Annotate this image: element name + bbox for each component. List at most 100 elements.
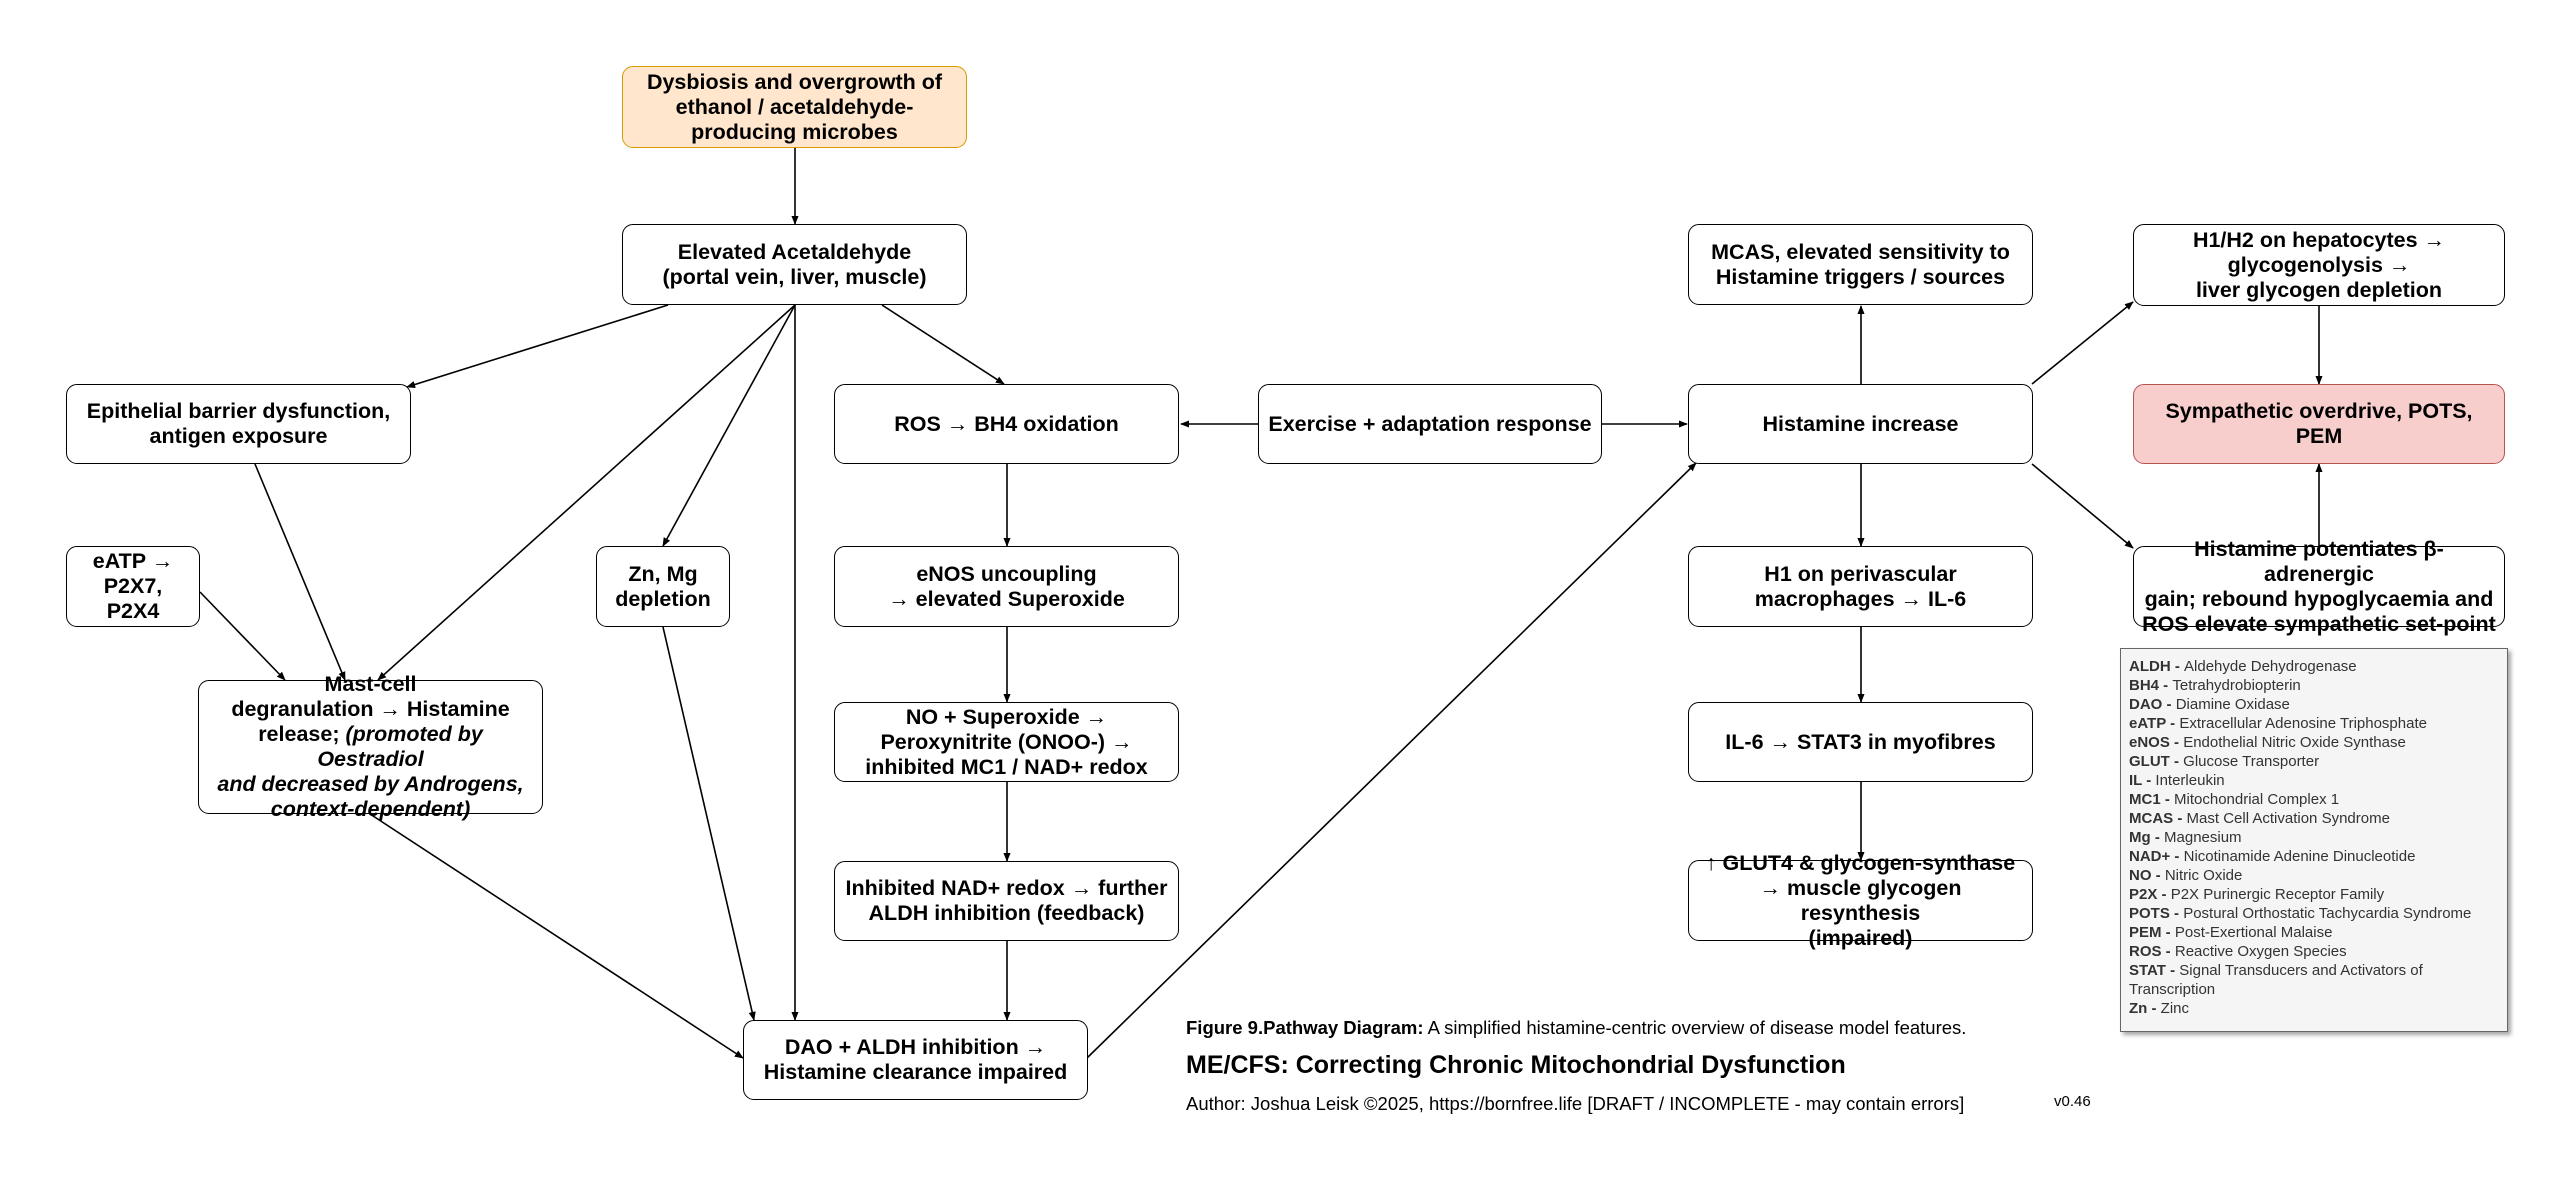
legend-abbr: BH4 [2129,677,2160,694]
figure-description: A simplified histamine-centric overview … [1423,1017,1967,1038]
legend-abbr: NAD+ [2129,848,2171,865]
figure-label: Figure 9. [1186,1017,1264,1038]
node-zn-mg-depletion: Zn, Mg depletion [596,546,730,627]
figure-caption: Figure 9.Pathway Diagram: A simplified h… [1186,1016,2086,1116]
edge-acetaldehyde-epithelial [406,304,669,389]
node-h1macro-line-2: macrophages → IL-6 [1754,586,1967,611]
node-mastcell-line-3-italic: (promoted by Oestradiol [317,722,483,771]
legend-row: IL - Interleukin [2129,771,2499,790]
node-enos-line-1: eNOS uncoupling [916,561,1097,586]
legend-abbr: MC1 [2129,791,2161,808]
legend-row: MCAS - Mast Cell Activation Syndrome [2129,809,2499,828]
edge-epithelial-mastcell [254,463,346,681]
legend-separator: - [2161,943,2175,960]
node-exercise-label: Exercise + adaptation response [1268,411,1592,436]
legend-abbr: eATP [2129,715,2166,732]
legend-row: eNOS - Endothelial Nitric Oxide Synthase [2129,733,2499,752]
legend-abbr: Mg [2129,829,2151,846]
version-label: v0.46 [2054,1093,2091,1110]
node-h1h2-hepatocytes: H1/H2 on hepatocytes → glycogenolysis → … [2133,224,2505,306]
edge-histamine-beta [2031,463,2134,549]
legend-definition: P2X Purinergic Receptor Family [2170,886,2385,903]
edge-znmg-dao [662,626,756,1021]
node-glut4-glycogen: ↑ GLUT4 & glycogen-synthase → muscle gly… [1688,851,2033,950]
node-eatp-line-1: eATP → [92,549,174,573]
node-beta-line-2: gain; rebound hypoglycaemia and [2144,586,2494,611]
node-beta-line-3: ROS elevate sympathetic set-point [2142,611,2496,636]
legend-separator: - [2142,772,2156,789]
legend-row: MC1 - Mitochondrial Complex 1 [2129,790,2499,809]
legend-row: DAO - Diamine Oxidase [2129,695,2499,714]
node-il6-stat3: IL-6 → STAT3 in myofibres [1688,702,2033,782]
node-h1-perivascular-macrophages: H1 on perivascular macrophages → IL-6 [1688,546,2033,627]
node-hepato-line-2: glycogenolysis → [2227,252,2411,277]
legend-row: ROS - Reactive Oxygen Species [2129,942,2499,961]
legend-row: NO - Nitric Oxide [2129,866,2499,885]
legend-abbr: ALDH [2129,658,2171,675]
legend-definition: Interleukin [2155,772,2225,789]
node-mastcell-line-3: release; (promoted by Oestradiol [207,722,534,772]
legend-definition: Tetrahydrobiopterin [2172,677,2301,694]
legend-definition: Extracellular Adenosine Triphosphate [2179,715,2427,732]
node-dao-line-2: Histamine clearance impaired [763,1060,1068,1084]
node-hepato-line-1: H1/H2 on hepatocytes → [2192,227,2446,252]
figure-line: Figure 9.Pathway Diagram: A simplified h… [1186,1016,2086,1040]
node-mastcell-line-4: and decreased by Androgens, [217,772,524,796]
figure-bold-label: Pathway Diagram: [1263,1017,1424,1038]
edge-acetaldehyde-mastcell [377,304,796,681]
node-dysbiosis: Dysbiosis and overgrowth of ethanol / ac… [622,66,967,148]
node-h1macro-line-1: H1 on perivascular [1764,561,1957,586]
node-znmg-line-1: Zn, Mg [628,561,698,586]
legend-row: P2X - P2X Purinergic Receptor Family [2129,885,2499,904]
edge-mastcell-dao [369,813,744,1059]
node-enos-line-2: → elevated Superoxide [888,586,1125,611]
node-histamine-label: Histamine increase [1762,411,1959,436]
node-sympathetic-label: Sympathetic overdrive, POTS, PEM [2165,399,2473,448]
legend-separator: - [2150,829,2165,846]
node-enos-uncoupling: eNOS uncoupling → elevated Superoxide [834,546,1179,627]
node-eatp-line-2: P2X7, P2X4 [103,574,163,623]
node-epithelial-barrier: Epithelial barrier dysfunction, antigen … [66,384,411,464]
node-dysbiosis-label: Dysbiosis and overgrowth of ethanol / ac… [646,69,943,144]
legend-row: STAT - Signal Transducers and Activators… [2129,961,2499,999]
legend-definition: Magnesium [2164,829,2242,846]
legend-definition: Endothelial Nitric Oxide Synthase [2183,734,2406,751]
legend-row: BH4 - Tetrahydrobiopterin [2129,676,2499,695]
legend-separator: - [2161,924,2175,941]
legend-row: POTS - Postural Orthostatic Tachycardia … [2129,904,2499,923]
legend-definition: Glucose Transporter [2183,753,2320,770]
legend-abbr: DAO [2129,696,2163,713]
legend-abbr: eNOS [2129,734,2170,751]
edge-dao-histamine [1086,462,1697,1059]
legend-abbr: ROS [2129,943,2162,960]
node-mastcell-line-3-plain: release; [258,722,346,746]
node-nad-line-2: ALDH inhibition (feedback) [868,901,1145,925]
node-ros-label: ROS → BH4 oxidation [894,411,1119,436]
legend-definition: Zinc [2160,1000,2190,1017]
node-glut4-line-3: (impaired) [1808,925,1913,950]
node-sympathetic-overdrive: Sympathetic overdrive, POTS, PEM [2133,384,2505,464]
edge-histamine-hepato [2031,301,2134,385]
node-elevated-acetaldehyde: Elevated Acetaldehyde (portal vein, live… [622,224,967,305]
legend-separator: - [2165,962,2180,979]
legend-row: ALDH - Aldehyde Dehydrogenase [2129,657,2499,676]
document-title: ME/CFS: Correcting Chronic Mitochondrial… [1186,1051,1846,1079]
node-beta-line-1: Histamine potentiates β-adrenergic [2194,536,2444,586]
node-mcas-line-1: MCAS, elevated sensitivity to [1711,239,2010,264]
legend-separator: - [2170,848,2184,865]
node-peroxynitrite-line-3: inhibited MC1 / NAD+ redox [865,754,1148,779]
legend-separator: - [2169,734,2184,751]
node-mastcell-line-2: degranulation → Histamine [231,697,510,721]
legend-separator: - [2151,867,2165,884]
legend-separator: - [2169,905,2184,922]
node-nad-line-1: Inhibited NAD+ redox → further [845,876,1168,900]
node-epithelial-label: Epithelial barrier dysfunction, antigen … [86,399,391,448]
legend-row: PEM - Post-Exertional Malaise [2129,923,2499,942]
legend-row: NAD+ - Nicotinamide Adenine Dinucleotide [2129,847,2499,866]
node-glut4-line-2: → muscle glycogen resynthesis [1759,875,1962,925]
node-hepato-line-3: liver glycogen depletion [2195,277,2443,302]
node-mcas-line-2: Histamine triggers / sources [1715,264,2006,289]
legend-abbr: MCAS [2129,810,2174,827]
legend-definition: Mast Cell Activation Syndrome [2186,810,2390,827]
